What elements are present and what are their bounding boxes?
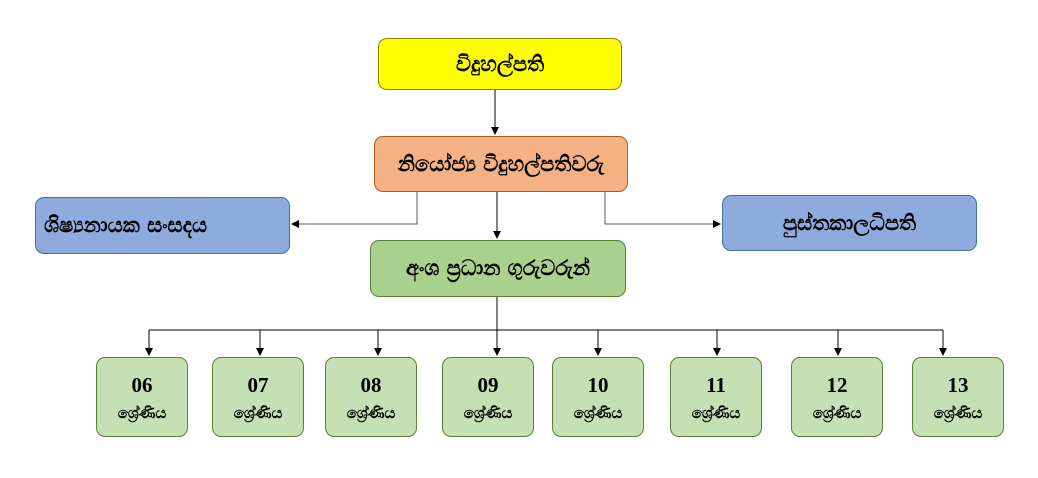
grade-number: 13 [947, 372, 969, 397]
grade-box-11: 11 ශ්‍රේණිය [670, 357, 762, 437]
grade-label: ශ්‍රේණිය [463, 403, 513, 422]
grade-box-06: 06 ශ්‍රේණිය [96, 357, 188, 437]
principal-label: විදුහල්පති [455, 51, 545, 76]
librarian-box: පුස්තකාලධිපති [722, 195, 977, 251]
connector-deputy-librarian [604, 192, 721, 228]
grade-label: ශ්‍රේණිය [346, 403, 396, 422]
librarian-label: පුස්තකාලධිපති [782, 210, 917, 235]
deputy-label: නියෝජ්‍ය විදුහල්පතිවරු [397, 151, 605, 176]
prefects-council-box: ශිෂ්‍යනායක සංසදය [35, 197, 290, 254]
prefects-label: ශිෂ්‍යනායක සංසදය [44, 213, 208, 237]
section-heads-box: අංශ ප්‍රධාන ගුරුවරුන් [370, 240, 626, 297]
grade-label: ශ්‍රේණිය [573, 403, 623, 422]
connector-deputy-prefects [291, 192, 418, 228]
grade-number: 10 [587, 372, 609, 397]
grade-label: ශ්‍රේණිය [233, 403, 283, 422]
section-heads-label: අංශ ප්‍රධාන ගුරුවරුන් [406, 256, 590, 280]
grade-box-13: 13 ශ්‍රේණිය [912, 357, 1004, 437]
grade-label: ශ්‍රේණිය [117, 403, 167, 422]
grade-box-10: 10 ශ්‍රේණිය [552, 357, 644, 437]
grade-number: 09 [477, 372, 499, 397]
grade-box-07: 07 ශ්‍රේණිය [212, 357, 304, 437]
principal-box: විදුහල්පති [378, 38, 622, 90]
grade-number: 12 [826, 372, 848, 397]
grade-box-08: 08 ශ්‍රේණිය [325, 357, 417, 437]
grade-label: ශ්‍රේණිය [691, 403, 741, 422]
deputy-principals-box: නියෝජ්‍ය විදුහල්පතිවරු [374, 136, 628, 192]
grade-number: 06 [131, 372, 153, 397]
grade-box-09: 09 ශ්‍රේණිය [442, 357, 534, 437]
grade-number: 07 [247, 372, 269, 397]
grade-label: ශ්‍රේණිය [933, 403, 983, 422]
grade-number: 11 [706, 372, 726, 397]
grade-box-12: 12 ශ්‍රේණිය [791, 357, 883, 437]
grade-label: ශ්‍රේණිය [812, 403, 862, 422]
grade-number: 08 [360, 372, 382, 397]
